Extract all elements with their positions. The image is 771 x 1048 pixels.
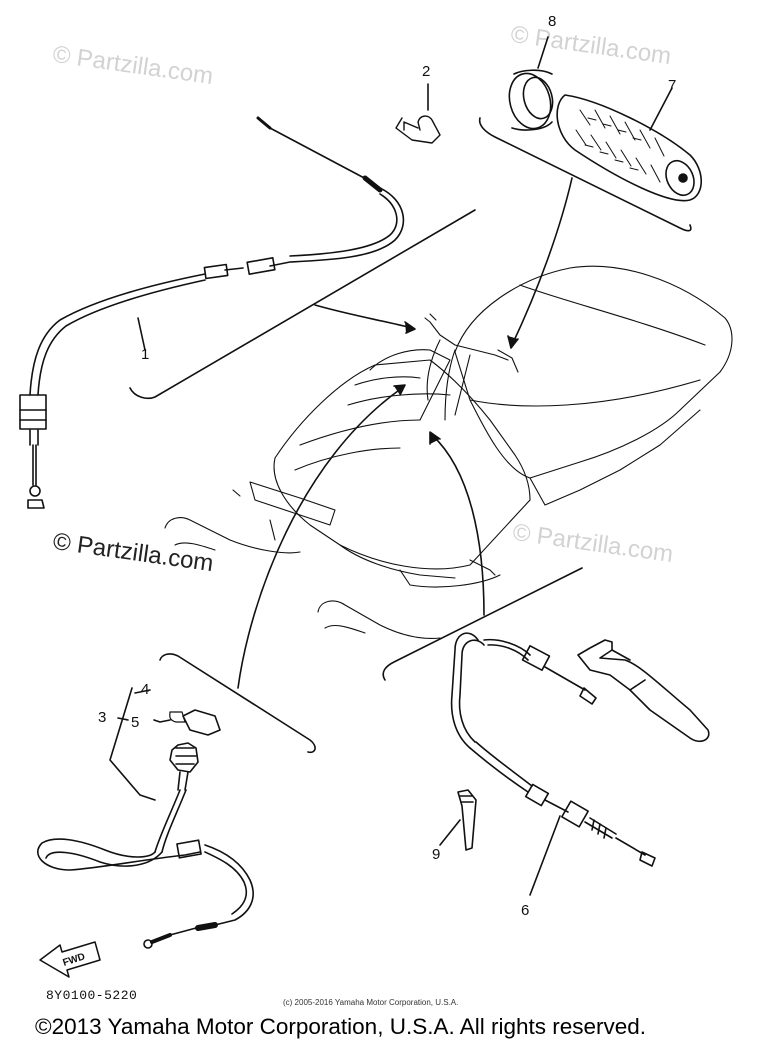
brake-cable (450, 632, 656, 896)
arrow-speedo (237, 387, 403, 689)
frame-group-1 (129, 209, 476, 400)
callout-8: 8 (548, 13, 557, 30)
small-credit: (c) 2005-2016 Yamaha Motor Corporation, … (283, 998, 459, 1007)
cable-tie (439, 789, 477, 851)
callout-1: 1 (141, 346, 150, 363)
clip (395, 115, 441, 144)
copyright-notice: ©2013 Yamaha Motor Corporation, U.S.A. A… (35, 1014, 647, 1039)
speedometer-cable (37, 687, 254, 949)
grip-ring (508, 36, 554, 131)
callout-7: 7 (668, 77, 677, 94)
diagram-code: 8Y0100-5220 (46, 988, 138, 1003)
handlebar-grip (556, 87, 703, 202)
arrow-brake (431, 434, 485, 616)
callout-4: 4 (141, 681, 150, 698)
frame-group-3-5 (159, 653, 316, 754)
arrow-cable-1 (314, 304, 413, 329)
frame-group-7-8 (478, 117, 692, 232)
fwd-arrow-icon (39, 941, 101, 978)
callout-3: 3 (98, 709, 107, 726)
fwd-label: FWD (62, 951, 87, 969)
brake-lever (577, 639, 710, 742)
callout-5: 5 (131, 714, 140, 731)
frame-group-6-9 (382, 567, 583, 681)
arrow-grip (511, 177, 573, 346)
callout-9: 9 (432, 846, 441, 863)
throttle-cable (19, 116, 405, 509)
callout-6: 6 (521, 902, 530, 919)
snowmobile-outline (164, 265, 733, 639)
callout-2: 2 (422, 63, 431, 80)
